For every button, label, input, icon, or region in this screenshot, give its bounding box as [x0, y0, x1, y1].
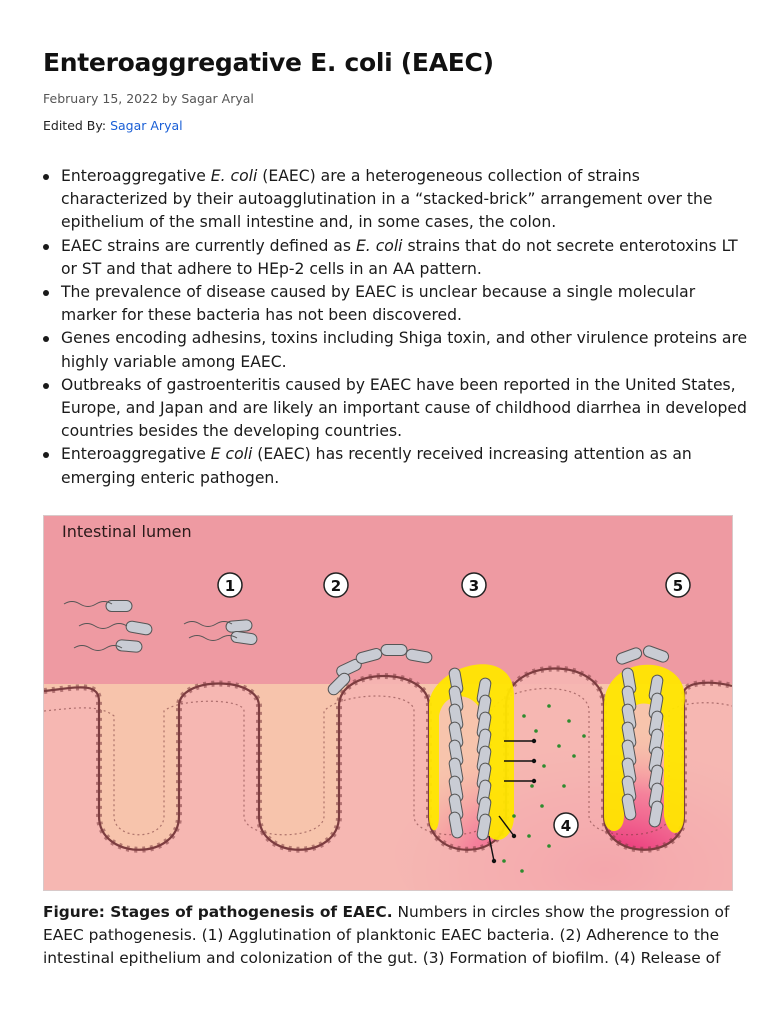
adherent-bacterium: [380, 644, 408, 656]
flagellum: [73, 645, 123, 651]
toxin-particle: [547, 844, 551, 848]
stage-marker-4: 4: [553, 812, 579, 838]
toxin-particle: [530, 784, 534, 788]
arrow-head: [511, 833, 517, 839]
planktonic-bacterium: [225, 619, 253, 633]
toxin-particle: [534, 729, 538, 733]
key-points-list: Enteroaggregative E. coli (EAEC) are a h…: [43, 165, 751, 490]
arrow-head: [491, 858, 497, 864]
toxin-particle: [502, 859, 506, 863]
toxin-particle: [567, 719, 571, 723]
bacteria-group: [63, 600, 670, 841]
adherent-bacterium: [327, 672, 351, 696]
list-item: Outbreaks of gastroenteritis caused by E…: [43, 374, 751, 444]
toxin-particle: [540, 804, 544, 808]
release-arrows: [488, 738, 537, 864]
bacterium: [615, 647, 643, 665]
list-item: Enteroaggregative E coli (EAEC) has rece…: [43, 443, 751, 489]
svg-text:2: 2: [331, 577, 341, 595]
bacterium: [476, 813, 492, 841]
list-item: The prevalence of disease caused by EAEC…: [43, 281, 751, 327]
stage-marker-3: 3: [461, 572, 487, 598]
toxin-particle: [562, 784, 566, 788]
toxin-dots: [502, 704, 586, 873]
stage-marker-5: 5: [665, 572, 691, 598]
arrow-head: [531, 778, 537, 784]
pathogenesis-figure: Intestinal lumen 1 2 3 4 5: [43, 515, 733, 891]
bacterium: [621, 793, 637, 821]
article-title: Enteroaggregative E. coli (EAEC): [43, 48, 494, 77]
toxin-particle: [582, 734, 586, 738]
svg-text:4: 4: [561, 817, 571, 835]
bacterium: [448, 811, 464, 839]
toxin-particle: [520, 869, 524, 873]
toxin-particle: [557, 744, 561, 748]
toxin-particle: [522, 714, 526, 718]
planktonic-bacterium: [115, 639, 143, 653]
basement-membrane: [44, 688, 732, 836]
bacterium: [642, 645, 670, 663]
planktonic-bacterium: [230, 630, 258, 646]
stage-marker-1: 1: [217, 572, 243, 598]
flagellum: [183, 621, 233, 627]
caption-title: Figure: Stages of pathogenesis of EAEC.: [43, 903, 393, 921]
bacterium: [648, 800, 664, 828]
adherent-bacterium: [405, 648, 433, 664]
biofilm-stage-3: [429, 664, 514, 840]
svg-text:5: 5: [673, 577, 683, 595]
arrow-head: [531, 738, 537, 744]
toxin-particle: [542, 764, 546, 768]
edited-by: Edited By: Sagar Aryal: [43, 118, 183, 133]
toxin-particle: [512, 814, 516, 818]
planktonic-bacterium: [105, 600, 133, 612]
toxin-particle: [572, 754, 576, 758]
edited-by-label: Edited By:: [43, 118, 107, 133]
svg-text:1: 1: [225, 577, 235, 595]
release-arrow: [488, 835, 495, 862]
svg-text:3: 3: [469, 577, 479, 595]
flagellum: [78, 623, 128, 629]
by-word: by: [162, 91, 178, 106]
editor-link[interactable]: Sagar Aryal: [110, 118, 183, 133]
flagellum: [188, 635, 238, 641]
flagellum: [63, 601, 113, 607]
list-item: Enteroaggregative E. coli (EAEC) are a h…: [43, 165, 751, 235]
publish-date: February 15, 2022: [43, 91, 159, 106]
stage-marker-2: 2: [323, 572, 349, 598]
article-meta: February 15, 2022 by Sagar Aryal: [43, 91, 254, 106]
release-arrow: [498, 815, 515, 837]
lumen-label: Intestinal lumen: [62, 522, 192, 541]
caption-text: Numbers in circles show the progression …: [43, 903, 730, 968]
microvilli: [44, 665, 732, 853]
author-name: Sagar Aryal: [181, 91, 254, 106]
list-item: EAEC strains are currently defined as E.…: [43, 235, 751, 281]
toxin-particle: [527, 834, 531, 838]
toxin-particle: [547, 704, 551, 708]
arrow-head: [531, 758, 537, 764]
figure-caption: Figure: Stages of pathogenesis of EAEC. …: [43, 901, 733, 971]
pathogenesis-illustration: Intestinal lumen 1 2 3 4 5: [44, 516, 732, 890]
list-item: Genes encoding adhesins, toxins includin…: [43, 327, 751, 373]
